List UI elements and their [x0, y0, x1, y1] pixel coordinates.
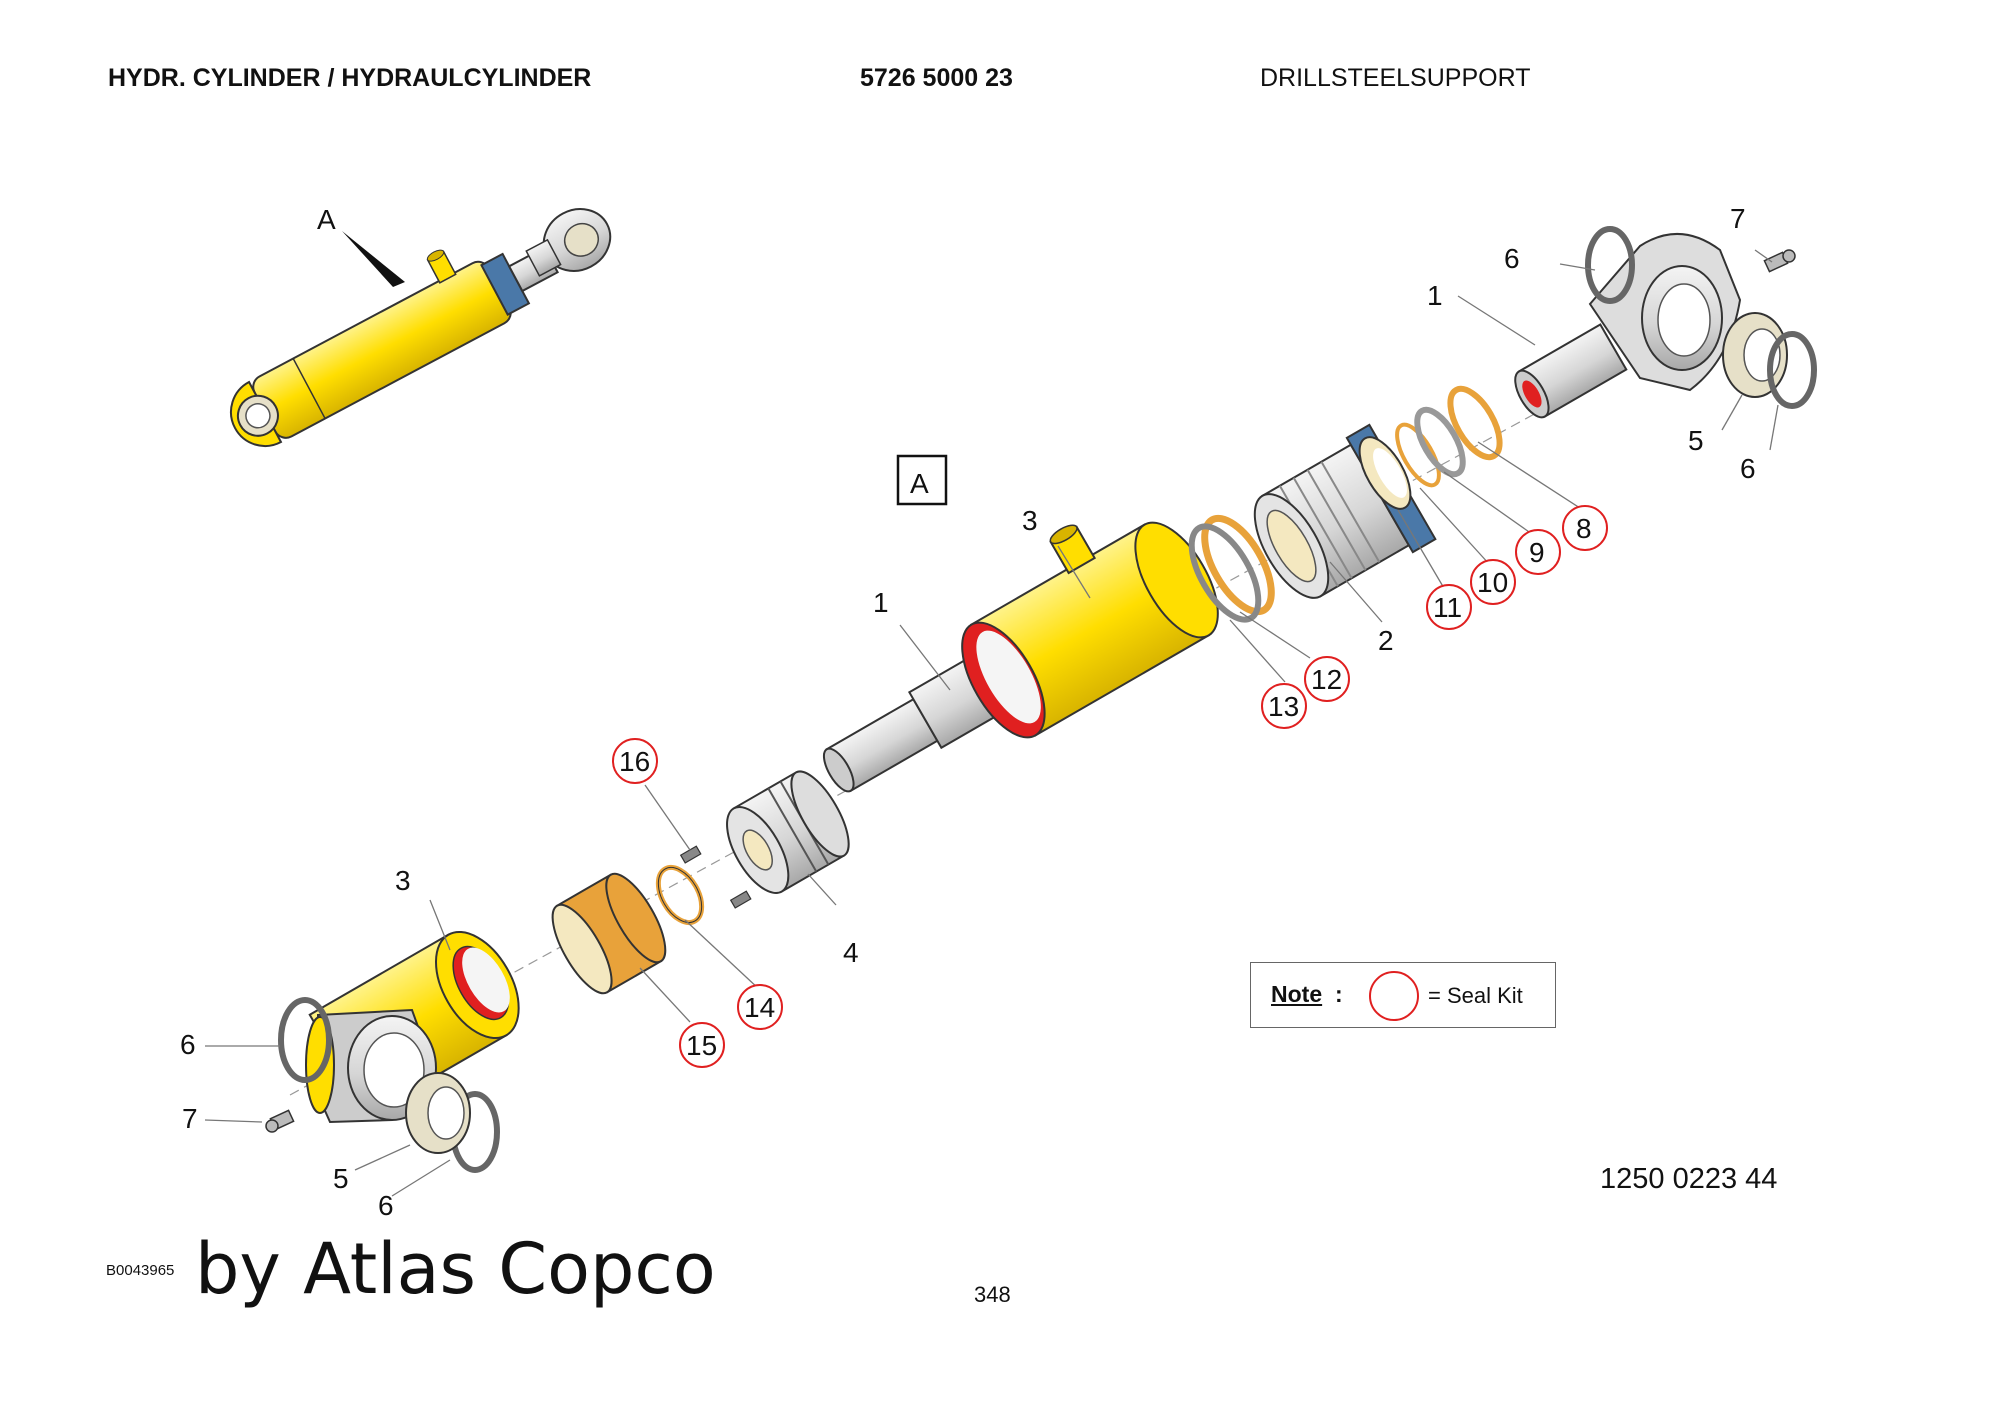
label-part-7-bottom: 7	[182, 1103, 198, 1134]
view-label-box	[896, 454, 948, 506]
legend-note-text: = Seal Kit	[1428, 983, 1523, 1008]
label-seal-10: 10	[1477, 567, 1508, 598]
seal-kit-legend: Note : = Seal Kit	[1250, 962, 1556, 1028]
label-part-6-bottom-b: 6	[378, 1190, 394, 1221]
label-part-7-top: 7	[1730, 203, 1746, 234]
page-number: 348	[974, 1282, 1011, 1307]
overview-cylinder: A	[230, 204, 612, 447]
label-part-4: 4	[843, 937, 859, 968]
label-part-3-center: 3	[1022, 505, 1038, 536]
circlip-top-right	[1767, 331, 1817, 409]
seal-part-10	[1395, 422, 1441, 488]
image-code: B0043965	[106, 1262, 175, 1279]
circlip-bottom-left	[278, 997, 332, 1083]
rod-end-eye-part-1	[1514, 233, 1742, 419]
seal-part-12	[1201, 514, 1275, 616]
seal-part-8	[1447, 385, 1503, 461]
label-seal-14: 14	[744, 992, 775, 1023]
view-a-pointer-arrow	[342, 231, 405, 287]
leader-lines	[204, 249, 1779, 1197]
overview-view-label: A	[317, 204, 336, 235]
legend-seal-circle-icon	[1369, 971, 1419, 1021]
label-part-1-center: 1	[873, 587, 889, 618]
label-seal-13: 13	[1268, 691, 1299, 722]
document-number: 1250 0223 44	[1600, 1163, 1778, 1195]
piston-part-4	[726, 770, 850, 894]
set-screw-part-16	[679, 845, 702, 864]
label-part-1-top: 1	[1427, 280, 1443, 311]
label-part-6-bottom-a: 6	[180, 1029, 196, 1060]
cylinder-head-part-2	[1253, 423, 1437, 599]
label-part-5-top: 5	[1688, 425, 1704, 456]
label-seal-11: 11	[1433, 592, 1462, 623]
label-seal-12: 12	[1311, 664, 1342, 695]
grease-nipple-bottom	[265, 1109, 295, 1133]
guide-bushing-part-15	[551, 872, 667, 995]
label-part-3-bottom: 3	[395, 865, 411, 896]
legend-note-colon: :	[1335, 981, 1343, 1007]
cylinder-tube-part-3	[961, 521, 1219, 739]
seal-part-9	[1414, 406, 1466, 478]
label-seal-15: 15	[686, 1030, 717, 1061]
grease-nipple-top	[1763, 249, 1796, 273]
label-part-2: 2	[1378, 625, 1394, 656]
brand-watermark: by Atlas Copco	[195, 1228, 716, 1310]
seal-part-13	[1188, 523, 1262, 623]
header-section: DRILLSTEELSUPPORT	[1260, 64, 1531, 92]
label-seal-9: 9	[1529, 537, 1545, 568]
label-seal-16: 16	[619, 746, 650, 777]
legend-note-label: Note	[1271, 981, 1323, 1007]
label-part-6-top-b: 6	[1740, 453, 1756, 484]
header-part-number: 5726 5000 23	[860, 64, 1013, 92]
base-cylinder-part-3	[305, 930, 520, 1124]
header-title: HYDR. CYLINDER / HYDRAULCYLINDER	[108, 64, 592, 92]
circlip-top-left	[1585, 226, 1635, 304]
label-seal-8: 8	[1576, 513, 1592, 544]
label-part-6-top-a: 6	[1504, 243, 1520, 274]
label-part-5-bottom: 5	[333, 1163, 349, 1194]
view-label-text: A	[910, 468, 929, 499]
seal-kit-markers	[612, 505, 1608, 1068]
